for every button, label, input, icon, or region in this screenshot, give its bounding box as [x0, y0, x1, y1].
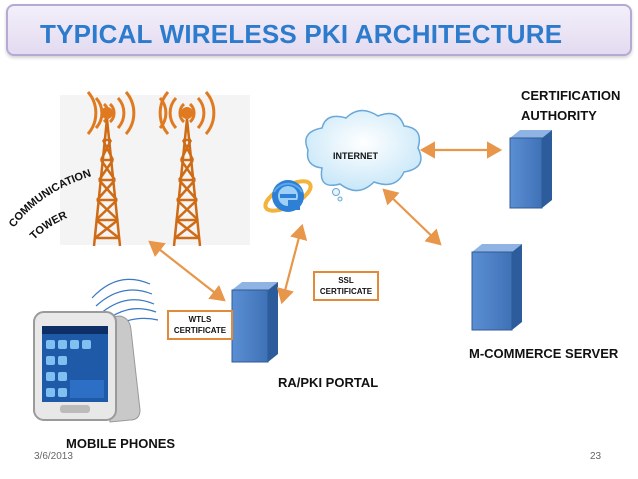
slide-date: 3/6/2013: [34, 451, 73, 462]
arrow-tower-to-portal: [148, 240, 226, 302]
slide-title: TYPICAL WIRELESS PKI ARCHITECTURE: [40, 19, 563, 49]
server-icon: [509, 130, 552, 209]
arrow-portal-to-internet: [276, 223, 308, 305]
radio-tower-icon: [158, 91, 216, 247]
connection-arrows: [148, 141, 503, 305]
wtls-certificate-box: WTLS CERTIFICATE: [167, 310, 233, 340]
mobile-phone-icon: [33, 311, 141, 423]
server-icon: [471, 244, 522, 331]
ssl-certificate-box: SSL CERTIFICATE: [313, 271, 379, 301]
title-bar: TYPICAL WIRELESS PKI ARCHITECTURE: [6, 4, 632, 56]
ra-pki-portal-label: RA/PKI PORTAL: [278, 375, 379, 390]
internet-label: INTERNET: [333, 151, 378, 161]
cloud-icon: [305, 109, 422, 202]
certification-authority-label: CERTIFICATION AUTHORITY: [521, 88, 621, 123]
arrow-internet-to-mcommerce: [382, 188, 442, 246]
mcommerce-server-label: M-COMMERCE SERVER: [469, 346, 619, 361]
radio-waves-icon: [91, 278, 159, 331]
background-watermark: [60, 95, 250, 245]
slide-page-number: 23: [590, 451, 602, 462]
internet-explorer-icon: [263, 179, 313, 213]
server-icon: [231, 282, 278, 363]
mobile-phones-label: MOBILE PHONES: [66, 436, 176, 451]
